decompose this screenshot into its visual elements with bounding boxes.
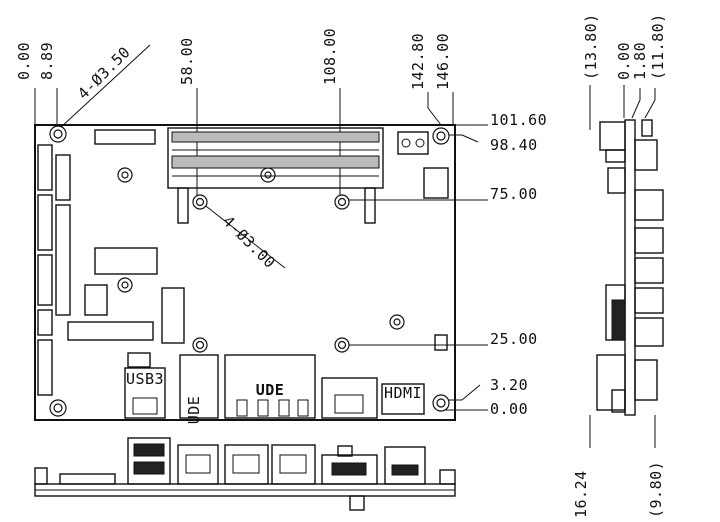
ydim-0: 101.60 — [490, 111, 547, 129]
m2-slot — [94, 247, 158, 275]
hole-callout-small: 4-Ø3.00 — [219, 212, 279, 272]
side-dim-bottom-0: 16.24 — [572, 470, 590, 518]
xdim-3: 108.00 — [321, 28, 339, 85]
ydim-2: 75.00 — [490, 185, 538, 203]
side-dim-top-3: (11.80) — [649, 13, 667, 80]
side-view: (13.80) 0.00 1.80 (11.80) 16.24 (9.80) — [572, 13, 667, 518]
callout-leader-large — [59, 44, 151, 129]
ydim-4: 3.20 — [490, 376, 528, 394]
sim-socket — [84, 284, 108, 316]
io-lan-small-top: UDE — [179, 354, 219, 425]
hole-callout-large: 4-Ø3.50 — [74, 43, 134, 103]
front-usb-pair — [321, 445, 378, 485]
lan-small-label: UDE — [185, 396, 203, 425]
side-dim-top-0: (13.80) — [582, 13, 600, 80]
side-dim-top-2: 1.80 — [631, 42, 649, 80]
power-connector — [397, 131, 429, 155]
battery — [127, 352, 151, 368]
io-usb-top: USB3 — [124, 367, 166, 419]
side-dim-top-1: 0.00 — [615, 42, 633, 80]
left-headers — [37, 144, 71, 396]
sodimm-slot — [167, 127, 384, 224]
xdim-2: 58.00 — [178, 37, 196, 85]
standoffs — [117, 167, 405, 330]
callout-leader-small — [201, 202, 286, 269]
pin-header-row — [67, 321, 154, 341]
io-lan-big-top: UDE — [224, 354, 316, 419]
front-lan-1 — [177, 444, 219, 485]
front-usb-stack — [127, 437, 171, 485]
mpcie-slot — [161, 287, 185, 344]
front-lan-2 — [224, 444, 269, 485]
usb-port-label: USB3 — [126, 370, 164, 388]
ydim-3: 25.00 — [490, 330, 538, 348]
lan-big-label: UDE — [256, 381, 285, 399]
xdim-1: 8.89 — [38, 42, 56, 80]
mounting-hole-top-left — [49, 125, 67, 143]
top-view: USB3 UDE UDE HDMI 0.00 8.89 4-Ø3.50 58.0… — [15, 28, 547, 424]
side-dim-bottom-1: (9.80) — [647, 461, 665, 518]
ydim-1: 98.40 — [490, 136, 538, 154]
fan-header — [423, 167, 449, 199]
front-view — [34, 437, 456, 511]
xdim-0: 0.00 — [15, 42, 33, 80]
board-outline — [34, 124, 456, 421]
front-hdmi — [384, 446, 426, 485]
small-header — [434, 334, 448, 351]
hdmi-label: HDMI — [384, 384, 422, 402]
inner-holes — [192, 194, 350, 353]
top-header — [94, 129, 156, 145]
mounting-hole-bottom-right — [432, 394, 450, 412]
ydim-5: 0.00 — [490, 400, 528, 418]
xdim-4: 142.80 — [409, 33, 427, 90]
io-hdmi-top: HDMI — [381, 383, 425, 415]
side-pcb — [624, 119, 636, 416]
xdim-5: 146.00 — [434, 33, 452, 90]
mounting-hole-bottom-left — [49, 399, 67, 417]
mounting-hole-top-right — [432, 127, 450, 145]
front-lan-3 — [271, 444, 316, 485]
x-dim-lines — [34, 88, 454, 200]
io-usb-pair-top — [321, 377, 378, 419]
